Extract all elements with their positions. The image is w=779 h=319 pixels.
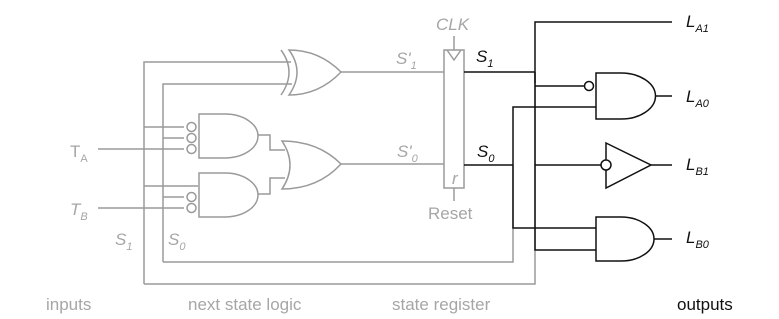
lb1-invert-bubble [600,159,612,171]
s0-feedback-label: S0 [168,230,186,253]
and2-invert-bubble-2 [186,202,197,214]
la0-invert-bubble [583,80,595,92]
section-inputs: inputs [46,295,91,314]
reset-label: Reset [428,204,473,223]
output-la0-label: LA0 [686,87,710,110]
register-reset-pin-label: r [452,169,459,188]
s1-next-label: S'1 [396,49,417,72]
next-state-gates [186,49,343,218]
and1-invert-bubble-1 [186,121,197,133]
xor-gate-input-arc [280,49,290,96]
output-la1-label: LA1 [686,12,709,35]
and-gate-la0 [595,72,657,120]
state-output-labels: S1 S0 LA1 LA0 LB1 LB0 [476,12,710,251]
s0-to-xor-wire [162,83,292,262]
s1-state-label: S1 [476,47,493,70]
buffer-gate-lb1 [605,141,653,190]
output-lb0-label: LB0 [686,228,710,251]
and1-to-or-wire [258,134,285,151]
and1-invert-bubble-3 [186,143,197,155]
s1-to-xor-wire [143,61,291,284]
section-labels: inputs next state logic state register o… [46,295,733,314]
and-gate-2 [198,172,259,218]
section-outputs: outputs [677,295,733,314]
and-gate-lb0 [595,216,655,262]
register-box [443,49,465,189]
section-state-register: state register [392,295,491,314]
and-gate-1 [198,113,259,159]
clk-label: CLK [436,15,470,34]
signal-labels: CLK Reset r TA TB S1 S0 S'1 S'0 [70,15,473,253]
state-register [443,49,465,189]
and2-invert-bubble-1 [186,191,197,203]
clock-triangle [446,49,462,62]
section-next-state-logic: next state logic [188,295,302,314]
and2-to-or-wire [258,177,285,195]
la1-wire [534,21,672,83]
output-lb1-label: LB1 [686,155,709,178]
xor-gate [287,49,343,96]
output-gates [583,72,657,262]
and3-in-s0 [512,106,596,165]
ta-label: TA [70,142,88,165]
s0-state-label: S0 [477,142,495,165]
and4-in-s0 [512,165,596,229]
and1-invert-bubble-2 [186,132,197,144]
s0-next-label: S'0 [397,142,419,165]
output-wires [464,21,672,251]
s1-feedback-label: S1 [115,230,132,253]
tb-label: TB [70,200,88,223]
or-gate [280,140,343,190]
s1-bus-wire [534,72,600,251]
